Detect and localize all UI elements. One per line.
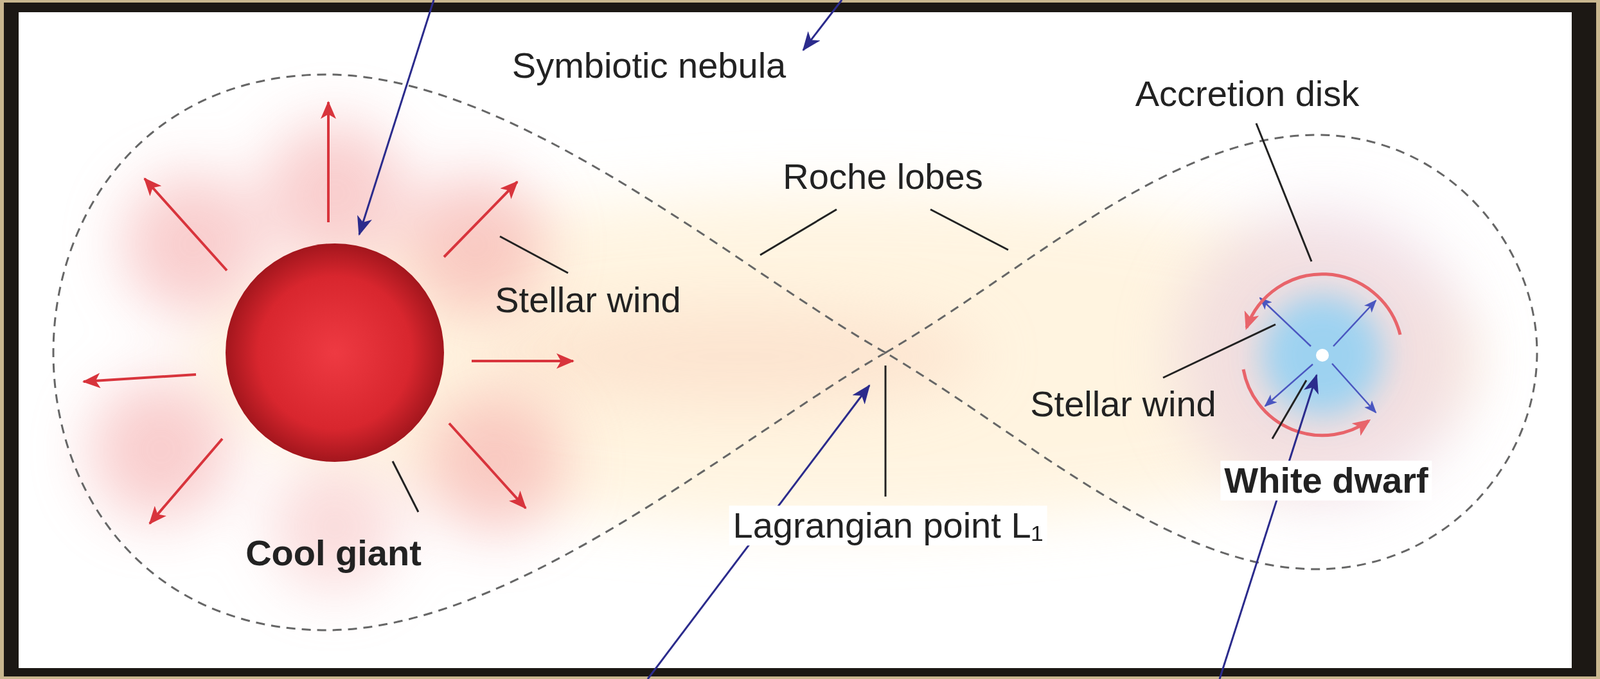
nebula-glow <box>192 192 1478 527</box>
gas-stream <box>494 305 984 409</box>
part-label: Roche lobes <box>782 156 983 197</box>
star-label: Cool giant <box>245 533 422 574</box>
accretion-arrows <box>1243 274 1401 436</box>
part-label: Stellar wind <box>494 280 681 320</box>
part-label: Stellar wind <box>1030 384 1216 425</box>
dwarf-glow <box>1174 207 1471 504</box>
dwarf-halo <box>1261 294 1384 417</box>
giant-star <box>225 243 445 463</box>
star-label: White dwarf <box>1220 460 1432 501</box>
roche-lobe <box>53 74 886 631</box>
dwarf-wind-arrows <box>1260 298 1376 413</box>
white-dwarf-dot <box>1315 348 1329 362</box>
part-label: Lagrangian point L₁ <box>729 505 1048 546</box>
frame <box>3 2 1597 677</box>
part-label: Accretion disk <box>1135 73 1360 114</box>
part-label: Symbiotic nebula <box>512 45 786 86</box>
roche-lobe <box>885 134 1538 570</box>
background <box>18 12 1572 669</box>
leader-lines <box>392 123 1312 513</box>
